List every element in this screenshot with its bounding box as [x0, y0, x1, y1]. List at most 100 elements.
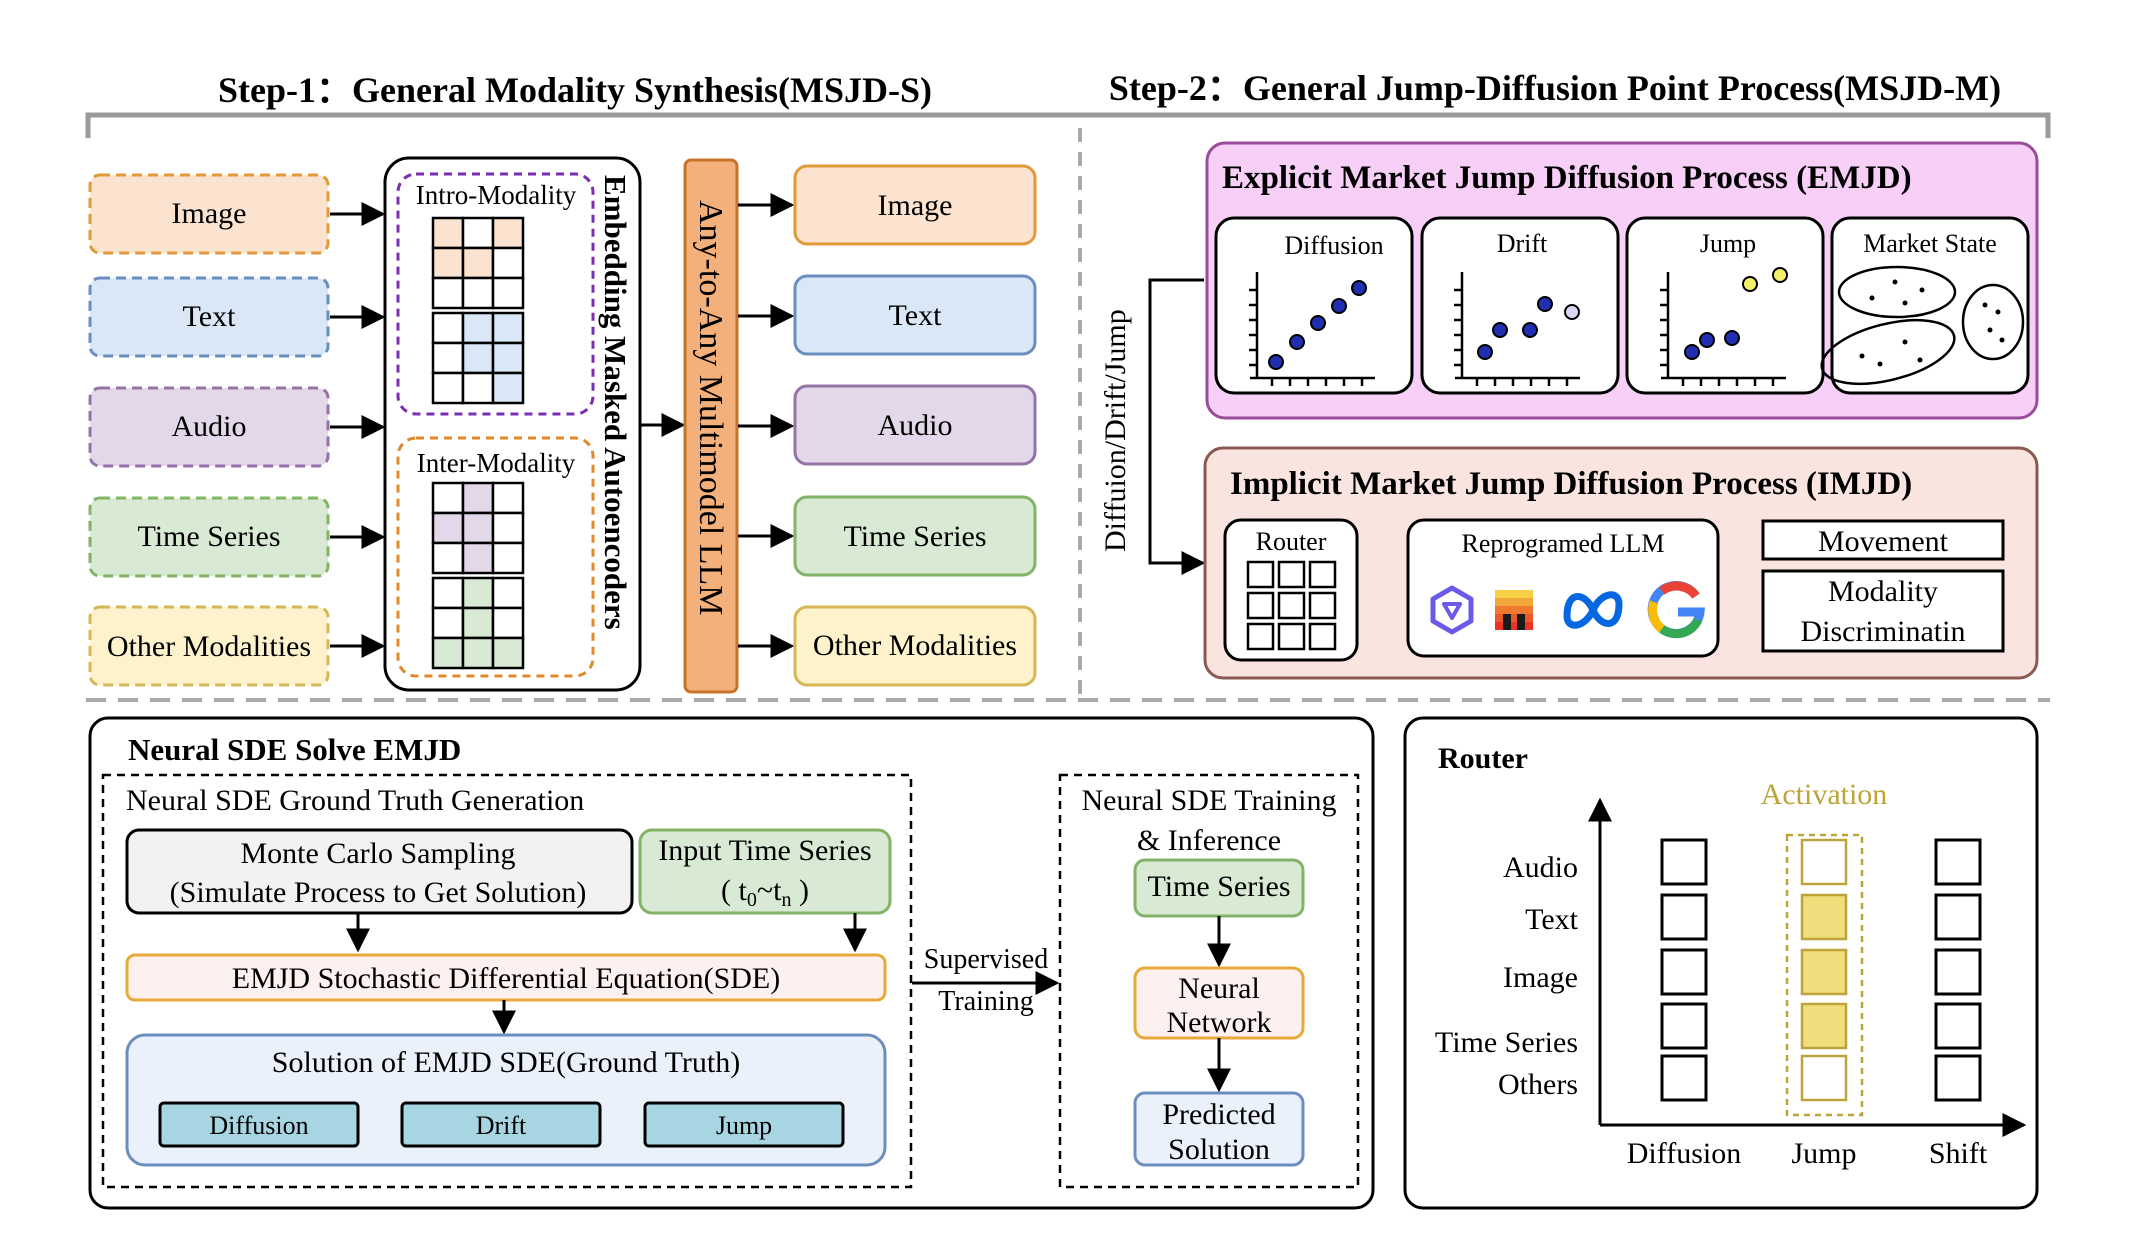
nn-label-line2: Network	[1167, 1006, 1272, 1039]
router-grid-cell	[1246, 591, 1275, 620]
training-box	[1058, 773, 1360, 1189]
mae-grid-cell	[491, 511, 525, 545]
emjd-panel-diffusion-label: Diffusion	[1284, 231, 1383, 260]
router-column-label: Diffusion	[1627, 1137, 1741, 1170]
intro-image-grid	[431, 216, 525, 310]
solution-diffusion-label: Diffusion	[209, 1111, 308, 1140]
router-cell	[1660, 838, 1708, 886]
monte-carlo-box	[125, 828, 634, 915]
diffusion-dot	[1351, 280, 1367, 296]
mae-grid-cell	[491, 606, 525, 640]
input-audio-box	[88, 386, 330, 468]
gt-generation-title: Neural SDE Ground Truth Generation	[126, 784, 584, 817]
inter-audio-grid	[431, 481, 525, 575]
solution-jump-box	[643, 1101, 845, 1148]
diffusion-dot	[1310, 315, 1326, 331]
drift-dot	[1537, 296, 1553, 312]
input-ts-box	[638, 828, 892, 915]
jump-dot	[1742, 276, 1758, 292]
mae-grid-cell	[461, 481, 495, 515]
google-logo-icon	[1647, 580, 1706, 639]
llm-logos	[1430, 580, 1706, 639]
step1-title: Step-1：General Modality Synthesis(MSJD-S…	[218, 70, 932, 110]
input-image-box	[88, 173, 330, 255]
router-cell-active	[1800, 1002, 1848, 1050]
gt-generation-box	[101, 773, 913, 1189]
discriminator-box	[1761, 569, 2005, 653]
mae-grid-cell	[461, 541, 495, 575]
router-cell-active	[1800, 948, 1848, 996]
router-cell	[1934, 948, 1982, 996]
output-other-box	[793, 605, 1037, 687]
diffusion-mini-axes	[1249, 272, 1375, 386]
training-title-line2: & Inference	[1137, 824, 1281, 857]
jump-dot	[1684, 344, 1700, 360]
jump-dot	[1699, 332, 1715, 348]
mae-block: Intro-Modality Inter-Modality Embedding …	[383, 156, 642, 692]
inter-ts-grid	[431, 576, 525, 670]
router-grid-cell	[1308, 560, 1337, 589]
router-cell-active	[1800, 893, 1848, 941]
mae-grid-cell	[431, 371, 465, 405]
discriminator-label-line1: Modality	[1828, 575, 1938, 608]
input-other-label: Other Modalities	[107, 630, 311, 663]
mae-grid-cell	[461, 576, 495, 610]
sde-title: Neural SDE Solve EMJD	[128, 732, 461, 767]
router-cell	[1934, 893, 1982, 941]
supervised-label-line2: Training	[938, 986, 1033, 1017]
mae-grid-cell	[431, 276, 465, 310]
monte-carlo-line1: Monte Carlo Sampling	[241, 837, 516, 870]
mae-grid-cell	[431, 246, 465, 280]
output-text-label: Text	[889, 299, 943, 332]
router-cell	[1934, 1054, 1982, 1102]
cluster-ellipse	[1837, 265, 1957, 319]
router-row-label: Audio	[1503, 851, 1578, 884]
diffusion-dot	[1289, 334, 1305, 350]
output-arrows	[738, 193, 795, 658]
drift-dot	[1522, 322, 1538, 338]
monte-carlo-line2: (Simulate Process to Get Solution)	[170, 876, 587, 909]
mae-grid-cell	[461, 511, 495, 545]
movement-label: Movement	[1818, 525, 1949, 558]
input-audio-label: Audio	[172, 410, 247, 443]
activation-column-highlight	[1785, 833, 1864, 1117]
solution-drift-label: Drift	[476, 1111, 527, 1140]
mae-grid-cell	[431, 636, 465, 670]
mae-grid-cell	[491, 481, 525, 515]
router-grid-cell	[1277, 560, 1306, 589]
drift-mini-axes	[1454, 272, 1580, 386]
router-cell	[1800, 838, 1848, 886]
side-connector	[1148, 278, 1206, 575]
emjd-panel-market-state	[1830, 216, 2030, 395]
mae-grid-cell	[431, 511, 465, 545]
input-text-box	[88, 276, 330, 358]
mae-grid-cell	[431, 341, 465, 375]
movement-box	[1761, 519, 2005, 561]
emjd-panel-market-state-label: Market State	[1863, 229, 1997, 258]
sde-equation-label: EMJD Stochastic Differential Equation(SD…	[232, 962, 781, 995]
mae-grid-cell	[461, 636, 495, 670]
router-grid-cell	[1308, 622, 1337, 651]
training-ts-label: Time Series	[1147, 870, 1290, 903]
output-image-label: Image	[878, 189, 953, 222]
mae-grid-cell	[431, 481, 465, 515]
emjd-panel-jump	[1625, 216, 1825, 395]
output-audio-box	[793, 384, 1037, 466]
mae-grid-cell	[431, 576, 465, 610]
output-text-box	[793, 274, 1037, 356]
input-timeseries-label: Time Series	[137, 520, 280, 553]
router-panel	[1403, 716, 2039, 1210]
router-grid-cell	[1246, 560, 1275, 589]
llm-label: Any-to-Any Multimodel LLM	[692, 200, 729, 616]
mae-grid-cell	[491, 216, 525, 250]
input-ts-line2: ( t0~tn )	[721, 874, 809, 911]
side-label: Diffuion/Drift/Jump	[1099, 309, 1132, 552]
mae-label: Embedding Masked Autoencoders	[598, 175, 633, 630]
solution-label: Solution of EMJD SDE(Ground Truth)	[272, 1046, 740, 1079]
output-other-label: Other Modalities	[813, 629, 1017, 662]
solution-jump-label: Jump	[716, 1111, 772, 1140]
pred-label-line1: Predicted	[1162, 1098, 1275, 1131]
solution-diffusion-box	[158, 1101, 360, 1148]
